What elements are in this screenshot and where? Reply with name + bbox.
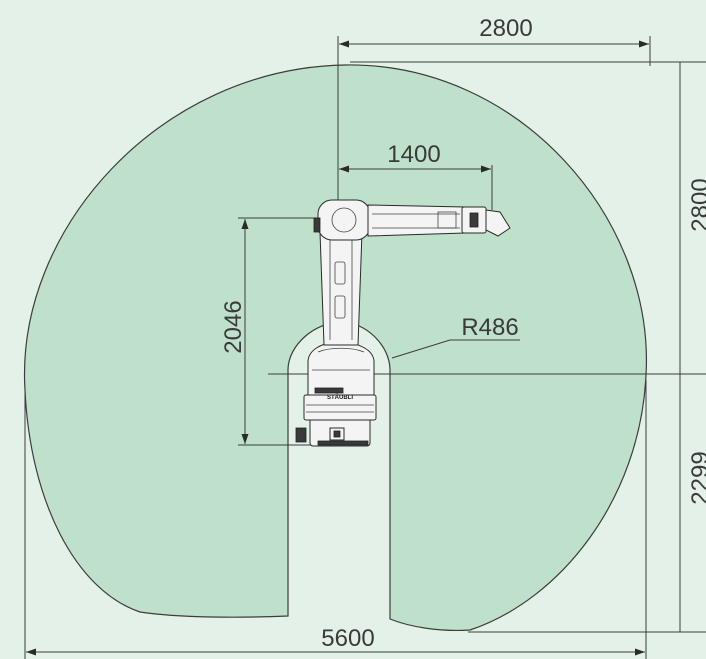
robot-elbow [313, 199, 371, 241]
robot-shoulder [307, 341, 375, 396]
robot-forearm [367, 204, 466, 237]
robot-upper-arm [319, 231, 363, 346]
robot-brand-label: STÄUBLI [327, 394, 353, 401]
robot-wrist [461, 206, 511, 237]
radius-leader [391, 339, 520, 359]
dim-label-radius: R486 [461, 314, 518, 341]
robot-base [295, 394, 377, 447]
dim-label-arm-length: 1400 [387, 141, 440, 168]
dim-label-overall-width: 5600 [321, 625, 374, 652]
workspace-envelope [23, 64, 647, 631]
dim-label-vertical-upper: 2800 [687, 178, 706, 231]
dim-label-height: 2046 [220, 300, 247, 353]
dim-label-top-reach: 2800 [479, 15, 532, 42]
dim-label-vertical-lower: 2299 [687, 451, 706, 504]
